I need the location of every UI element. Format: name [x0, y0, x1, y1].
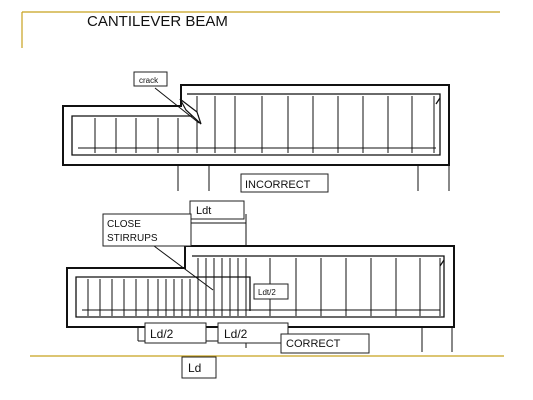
correct-caption: CORRECT: [286, 338, 341, 350]
correct-caption-box: CORRECT: [280, 333, 370, 354]
crack-label: crack: [139, 76, 159, 85]
ldt-label-box: Ldt: [189, 200, 245, 220]
ld-label: Ld: [188, 361, 201, 375]
correct-beam-outline: [66, 245, 455, 328]
incorrect-caption-box: INCORRECT: [240, 173, 329, 193]
slide-accent-lines: [21, 11, 504, 357]
ld-half-left-box: Ld/2: [144, 322, 207, 344]
ld-label-box: Ld: [181, 356, 217, 379]
correct-rebar-cage-outer: [75, 255, 445, 318]
close-stirrups-label-line2: STIRRUPS: [107, 233, 158, 244]
ld-half-label-left: Ld/2: [150, 327, 174, 341]
slide-title: CANTILEVER BEAM: [87, 13, 228, 30]
crack-label-box: crack: [133, 71, 168, 87]
incorrect-stirrups: [94, 96, 435, 153]
incorrect-beam-outline: [62, 84, 450, 166]
incorrect-rebar-hook: [435, 97, 441, 105]
incorrect-rebar-cage: [71, 93, 441, 156]
close-stirrups-label-box: CLOSE STIRRUPS: [102, 213, 192, 247]
ldt-half-label-box: Ldt/2: [253, 283, 289, 300]
crack-leader: [154, 87, 200, 124]
close-stirrups-leader: [149, 242, 214, 291]
ld-half-label-right: Ld/2: [224, 327, 248, 341]
ldt-half-label: Ldt/2: [258, 288, 276, 297]
close-stirrups-label-line1: CLOSE: [107, 219, 141, 230]
ld-half-right-box: Ld/2: [217, 322, 289, 344]
incorrect-detail: [62, 84, 450, 191]
correct-rebar-hook: [439, 259, 445, 267]
crack-mark: [179, 98, 202, 125]
incorrect-caption: INCORRECT: [245, 179, 311, 191]
ldt-label: Ldt: [196, 205, 211, 217]
